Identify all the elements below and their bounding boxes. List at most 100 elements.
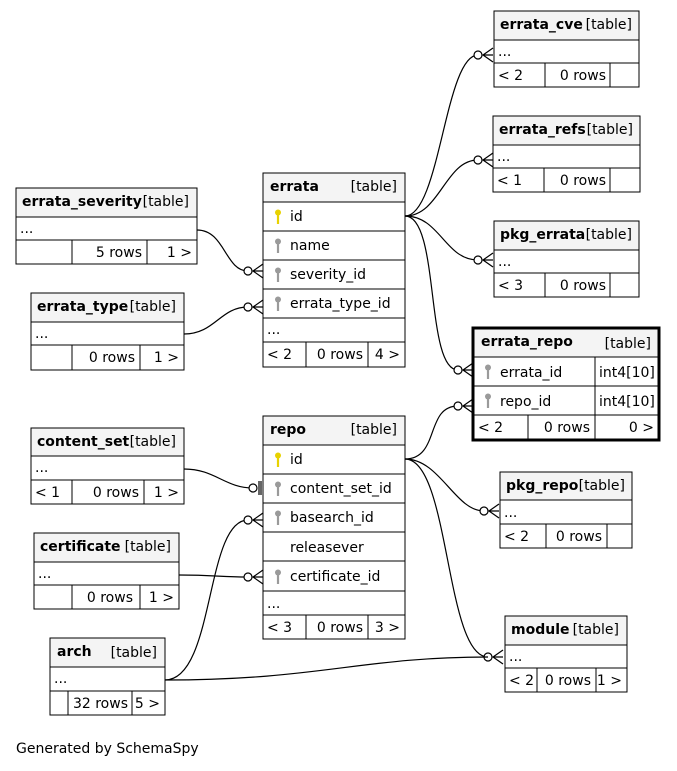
edge-end-circle — [248, 483, 258, 493]
table-tag: [table] — [143, 194, 189, 210]
crowfoot — [487, 503, 500, 519]
parent-count: 4 > — [375, 347, 400, 363]
ellipsis: ... — [38, 566, 51, 582]
table-arch[interactable]: arch [table] ... 32 rows 5 > — [49, 637, 166, 716]
table-repo[interactable]: repo [table] id content_set_id basearch_… — [262, 415, 406, 640]
table-pkg-errata[interactable]: pkg_errata [table] ... < 3 0 rows — [493, 220, 640, 298]
row-count: 5 rows — [96, 245, 142, 261]
ellipsis: ... — [498, 254, 511, 270]
edge-repo-pkg-repo — [404, 458, 485, 512]
edge-repo-module — [404, 458, 489, 658]
column-name: name — [290, 238, 330, 254]
row-count: 0 rows — [317, 620, 363, 636]
children-count: < 2 — [504, 529, 529, 545]
column-name: releasever — [290, 540, 364, 556]
table-module[interactable]: module [table] ... < 2 0 rows 1 > — [504, 615, 628, 693]
children-count: < 3 — [498, 278, 523, 294]
table-name: repo — [270, 422, 306, 438]
table-tag: [table] — [587, 122, 633, 138]
table-tag: [table] — [111, 645, 157, 661]
table-errata-type[interactable]: errata_type [table] ... 0 rows 1 > — [30, 292, 185, 371]
column-name: repo_id — [500, 394, 551, 410]
parent-count: 1 > — [149, 590, 174, 606]
row-count: 0 rows — [560, 68, 606, 84]
column-name: errata_id — [500, 365, 562, 381]
table-tag: [table] — [130, 434, 176, 450]
edge-end-circle — [473, 155, 483, 165]
row-count: 0 rows — [87, 590, 133, 606]
children-count: < 2 — [509, 673, 534, 689]
edge-content-set-repo — [183, 468, 254, 489]
parent-count: 3 > — [375, 620, 400, 636]
column-name: errata_type_id — [290, 296, 391, 312]
column-name: id — [290, 452, 303, 468]
edge-errata-cve — [404, 54, 479, 217]
table-tag: [table] — [130, 299, 176, 315]
table-name: pkg_errata — [500, 227, 585, 243]
column-type: int4[10] — [599, 365, 655, 381]
column-name: certificate_id — [290, 569, 380, 585]
table-errata-refs[interactable]: errata_refs [table] ... < 1 0 rows — [492, 115, 641, 193]
ellipsis: ... — [497, 149, 510, 165]
column-name: basearch_id — [290, 510, 374, 526]
one-bar — [258, 481, 262, 495]
crowfoot — [251, 263, 264, 279]
table-name: errata_cve — [500, 17, 583, 33]
edge-end-circle — [453, 365, 463, 375]
table-errata-severity[interactable]: errata_severity [table] ... 5 rows 1 > — [15, 187, 198, 265]
children-count: < 2 — [478, 420, 503, 436]
edge-severity-errata — [196, 229, 249, 272]
table-certificate[interactable]: certificate [table] ... 0 rows 1 > — [33, 532, 180, 610]
table-name: module — [511, 622, 570, 638]
table-name: errata_refs — [499, 122, 586, 138]
ellipsis: ... — [267, 322, 280, 338]
row-count: 0 rows — [560, 278, 606, 294]
parent-count: 1 > — [597, 673, 622, 689]
table-tag: [table] — [586, 227, 632, 243]
edge-errata-errata-repo — [404, 215, 459, 371]
row-count: 0 rows — [544, 420, 590, 436]
table-errata-repo[interactable]: errata_repo [table] errata_id int4[10] r… — [471, 326, 661, 442]
crowfoot — [251, 512, 264, 528]
edge-end-circle — [243, 266, 253, 276]
table-name: errata_severity — [22, 194, 142, 210]
children-count: < 1 — [497, 173, 522, 189]
row-count: 32 rows — [73, 696, 128, 712]
table-tag: [table] — [351, 179, 397, 195]
children-count: < 2 — [267, 347, 292, 363]
row-count: 0 rows — [317, 347, 363, 363]
table-name: arch — [57, 644, 92, 660]
row-count: 0 rows — [560, 173, 606, 189]
edge-end-circle — [473, 255, 483, 265]
column-name: severity_id — [290, 267, 366, 283]
relationships — [164, 47, 504, 681]
crowfoot — [461, 362, 474, 378]
table-pkg-repo[interactable]: pkg_repo [table] ... < 2 0 rows — [499, 471, 633, 549]
parent-count: 1 > — [167, 245, 192, 261]
edge-type-errata — [183, 306, 249, 335]
ellipsis: ... — [509, 649, 522, 665]
ellipsis: ... — [54, 671, 67, 687]
parent-count: 1 > — [154, 485, 179, 501]
table-name: errata_type — [37, 299, 128, 315]
edge-arch-repo — [164, 519, 249, 681]
ellipsis: ... — [504, 505, 517, 521]
edge-end-circle — [453, 401, 463, 411]
table-tag: [table] — [573, 622, 619, 638]
table-name: errata_repo — [481, 334, 573, 350]
crowfoot — [481, 47, 494, 63]
table-name: errata — [270, 179, 319, 195]
table-tag: [table] — [125, 539, 171, 555]
crowfoot — [251, 569, 264, 585]
column-name: id — [290, 209, 303, 225]
edge-end-circle — [243, 302, 253, 312]
table-tag: [table] — [586, 17, 632, 33]
table-errata-cve[interactable]: errata_cve [table] ... < 2 0 rows — [493, 10, 640, 88]
crowfoot — [481, 252, 494, 268]
ellipsis: ... — [498, 44, 511, 60]
table-name: pkg_repo — [506, 478, 579, 494]
table-errata[interactable]: errata [table] id name severity_id errat… — [262, 172, 406, 368]
table-content-set[interactable]: content_set [table] ... < 1 0 rows 1 > — [30, 427, 185, 505]
edge-arch-module — [164, 656, 489, 681]
